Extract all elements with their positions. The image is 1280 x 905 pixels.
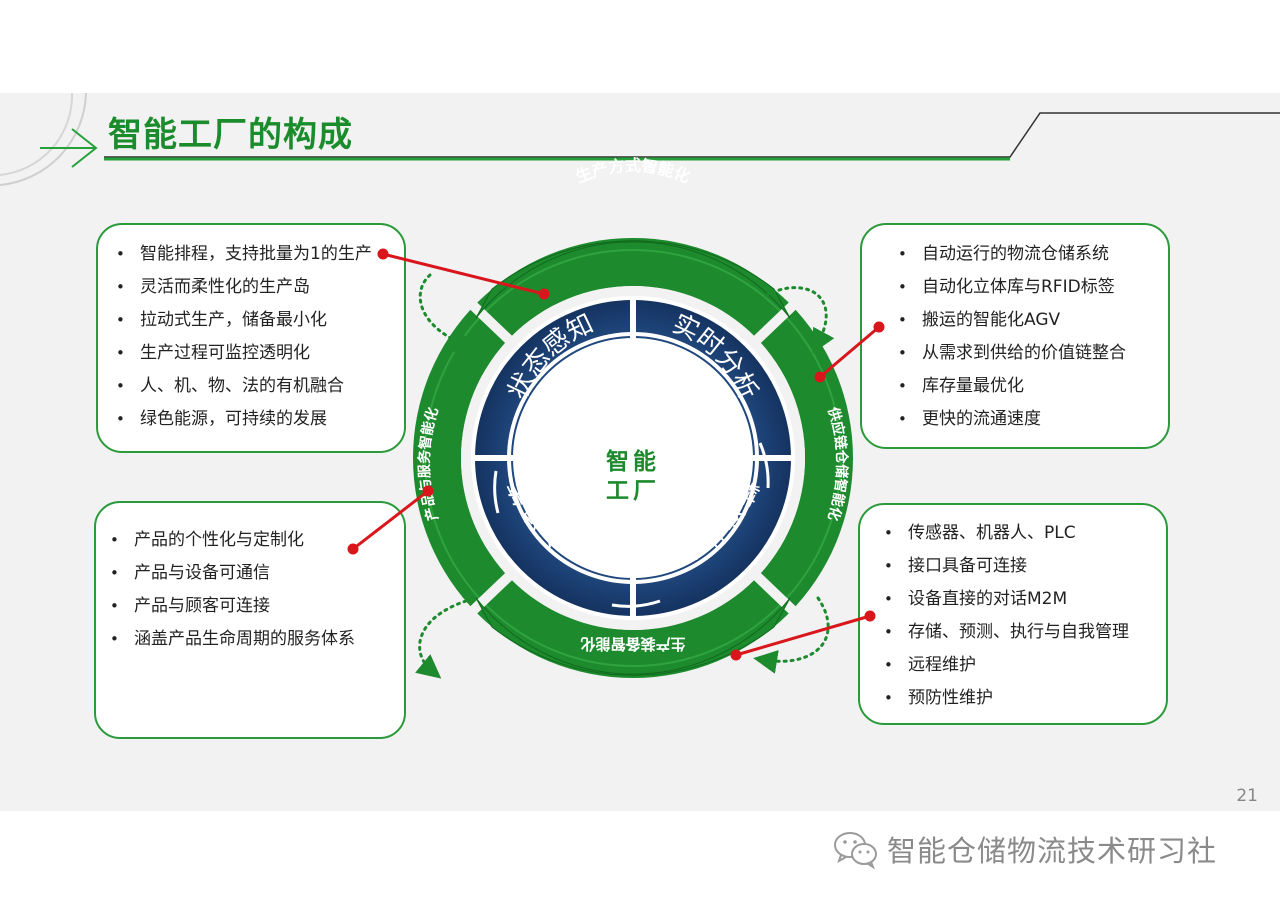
cycle-arrow-icon — [493, 470, 500, 514]
dotted-arrows — [415, 273, 835, 679]
list-item: 智能排程，支持批量为1的生产 — [116, 238, 404, 271]
outer-segment-bottom — [475, 597, 791, 676]
list-item: 存储、预测、执行与自我管理 — [884, 616, 1166, 649]
cycle-arrow-icon — [758, 442, 770, 489]
box-production-equipment-list: 传感器、机器人、PLC 接口具备可连接 设备直接的对话M2M 存储、预测、执行与… — [860, 505, 1166, 715]
list-item: 产品的个性化与定制化 — [110, 524, 404, 557]
dotted-arrow-icon — [418, 273, 478, 353]
cycle-arrow-icon — [611, 599, 661, 608]
outer-segment-top — [475, 240, 791, 319]
decorative-header-lines — [0, 93, 1280, 186]
box-supply-chain: 自动运行的物流仓储系统 自动化立体库与RFID标签 搬运的智能化AGV 从需求到… — [860, 223, 1170, 449]
list-item: 自动运行的物流仓储系统 — [898, 238, 1168, 271]
outer-label-bottom: 生产装备智能化 — [580, 635, 685, 653]
smart-factory-diagram: 生产方式智能化 生产装备智能化 产品与服务智能化 供应链仓储智能化 状态感知 实… — [347, 156, 885, 679]
box-supply-chain-list: 自动运行的物流仓储系统 自动化立体库与RFID标签 搬运的智能化AGV 从需求到… — [862, 225, 1168, 436]
red-connectors — [347, 248, 885, 661]
header-underline — [104, 112, 1280, 158]
list-item: 远程维护 — [884, 649, 1166, 682]
list-item: 产品与顾客可连接 — [110, 590, 404, 623]
dotted-arrow-icon — [753, 596, 830, 674]
list-item: 灵活而柔性化的生产岛 — [116, 271, 404, 304]
list-item: 从需求到供给的价值链整合 — [898, 337, 1168, 370]
cycle-arrow-icon — [599, 353, 651, 365]
list-item: 涵盖产品生命周期的服务体系 — [110, 623, 404, 656]
center-label-line2: 工厂 — [606, 478, 660, 504]
list-item: 人、机、物、法的有机融合 — [116, 370, 404, 403]
list-item: 库存量最优化 — [898, 370, 1168, 403]
cycle-arrows — [493, 353, 770, 608]
page-title: 智能工厂的构成 — [108, 115, 353, 155]
list-item: 拉动式生产，储备最小化 — [116, 304, 404, 337]
box-product-service-list: 产品的个性化与定制化 产品与设备可通信 产品与顾客可连接 涵盖产品生命周期的服务… — [96, 503, 404, 656]
list-item: 传感器、机器人、PLC — [884, 517, 1166, 550]
inner-ring-dividers — [473, 298, 793, 618]
list-item: 产品与设备可通信 — [110, 557, 404, 590]
header-arrow-icon — [40, 128, 98, 168]
box-production-equipment: 传感器、机器人、PLC 接口具备可连接 设备直接的对话M2M 存储、预测、执行与… — [858, 503, 1168, 725]
list-item: 预防性维护 — [884, 682, 1166, 715]
center-disc — [513, 338, 753, 578]
page-number: 21 — [1236, 786, 1258, 806]
dotted-arrow-icon — [758, 286, 835, 354]
list-item: 更快的流通速度 — [898, 403, 1168, 436]
list-item: 搬运的智能化AGV — [898, 304, 1168, 337]
list-item: 绿色能源，可持续的发展 — [116, 403, 404, 436]
center-label-line1: 智能 — [606, 448, 660, 475]
list-item: 自动化立体库与RFID标签 — [898, 271, 1168, 304]
watermark-text: 智能仓储物流技术研习社 — [887, 834, 1218, 868]
list-item: 接口具备可连接 — [884, 550, 1166, 583]
watermark: 智能仓储物流技术研习社 — [833, 826, 1217, 872]
box-production-mode-list: 智能排程，支持批量为1的生产 灵活而柔性化的生产岛 拉动式生产，储备最小化 生产… — [98, 225, 404, 436]
wechat-icon — [834, 832, 877, 869]
box-product-service: 产品的个性化与定制化 产品与设备可通信 产品与顾客可连接 涵盖产品生命周期的服务… — [94, 501, 406, 739]
list-item: 设备直接的对话M2M — [884, 583, 1166, 616]
slide: 智能工厂的构成 智能排程，支持批量为1的生产 灵活而柔性化的生产岛 拉动式生产，… — [0, 93, 1280, 811]
box-production-mode: 智能排程，支持批量为1的生产 灵活而柔性化的生产岛 拉动式生产，储备最小化 生产… — [96, 223, 406, 453]
list-item: 生产过程可监控透明化 — [116, 337, 404, 370]
dotted-arrow-icon — [415, 599, 468, 679]
outer-label-top: 生产方式智能化 — [573, 156, 693, 187]
